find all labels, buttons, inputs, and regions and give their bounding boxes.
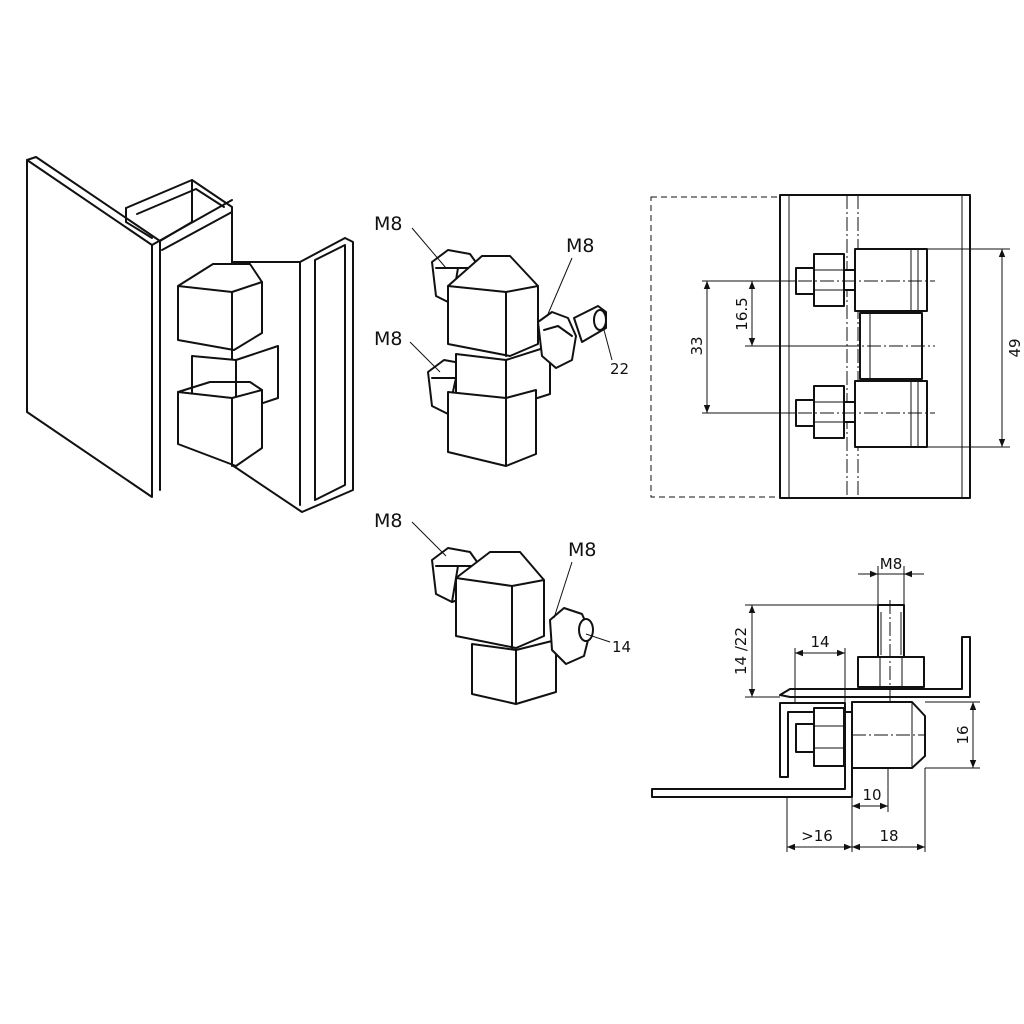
dimension-14: 14 (810, 633, 829, 651)
dimension-m8-thread: M8 (880, 555, 903, 573)
front-view (650, 194, 1010, 499)
callout-leaders (409, 227, 613, 643)
isometric-assembly-view (26, 156, 354, 513)
callout-m8-top-left: M8 (374, 213, 402, 235)
dimension-10: 10 (862, 786, 881, 804)
callout-length-22: 22 (610, 360, 629, 378)
dimension-14-22: 14 /22 (732, 627, 750, 675)
callout-m8-top-right: M8 (566, 235, 594, 257)
callout-m8-mid-left: M8 (374, 328, 402, 350)
exploded-hinge-14 (431, 547, 594, 705)
exploded-hinge-22 (427, 249, 607, 467)
dimension-33: 33 (688, 336, 706, 355)
dimension-16: 16 (954, 725, 972, 744)
callout-length-14: 14 (612, 638, 631, 656)
dimension-16-5: 16.5 (733, 297, 751, 330)
callout-m8-bottom-right: M8 (568, 539, 596, 561)
callout-m8-bottom-left: M8 (374, 510, 402, 532)
dimension-49: 49 (1006, 338, 1024, 357)
dimension-greater-16: >16 (801, 827, 833, 845)
section-view (651, 566, 980, 852)
dimension-18: 18 (879, 827, 898, 845)
